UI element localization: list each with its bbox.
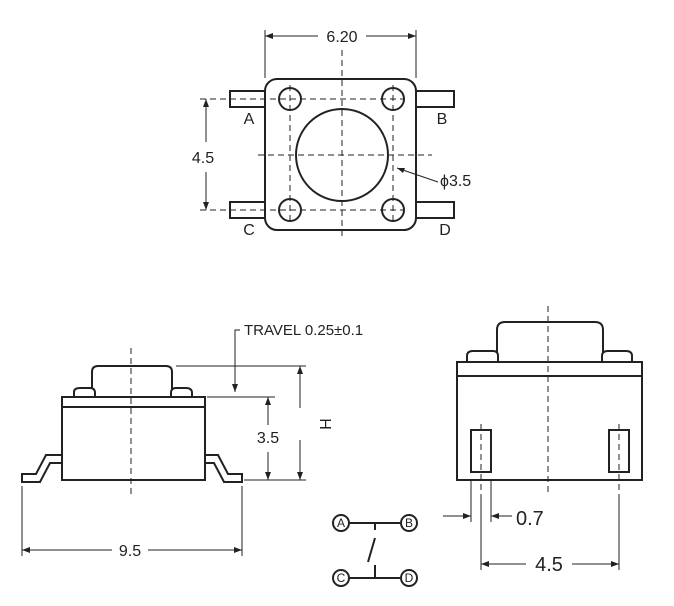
top-view: 6.20 4.5 ϕ3.5 A B C (192, 29, 471, 240)
overall-height-dimension: H (316, 418, 333, 430)
length-dimension: 9.5 (119, 543, 141, 560)
pin-label-d: D (439, 222, 451, 239)
pitch-dimension: 4.5 (192, 150, 214, 167)
schematic-pin-b (400, 514, 418, 532)
schematic-pin-d (400, 569, 418, 587)
schematic-pin-a (332, 514, 350, 532)
switch-schematic: A B C D (332, 514, 418, 587)
schematic-label-a: A (337, 516, 345, 530)
pin-label-c: C (243, 222, 255, 239)
pin-width-dimension: 0.7 (516, 508, 544, 530)
pin-label-a: A (244, 111, 255, 128)
schematic-label-c: C (337, 571, 346, 585)
pin-label-b: B (437, 111, 448, 128)
pin-pitch-dimension: 4.5 (535, 554, 563, 576)
width-dimension: 6.20 (326, 29, 357, 46)
travel-label: TRAVEL 0.25±0.1 (244, 322, 363, 339)
schematic-label-d: D (405, 571, 414, 585)
button-diameter: ϕ3.5 (440, 173, 471, 190)
schematic-pin-c (332, 569, 350, 587)
schematic-label-b: B (405, 516, 413, 530)
end-view: 0.7 4.5 (443, 306, 643, 576)
body-height-dimension: 3.5 (257, 430, 279, 447)
side-view: TRAVEL 0.25±0.1 3.5 H 9.5 (21, 322, 363, 560)
